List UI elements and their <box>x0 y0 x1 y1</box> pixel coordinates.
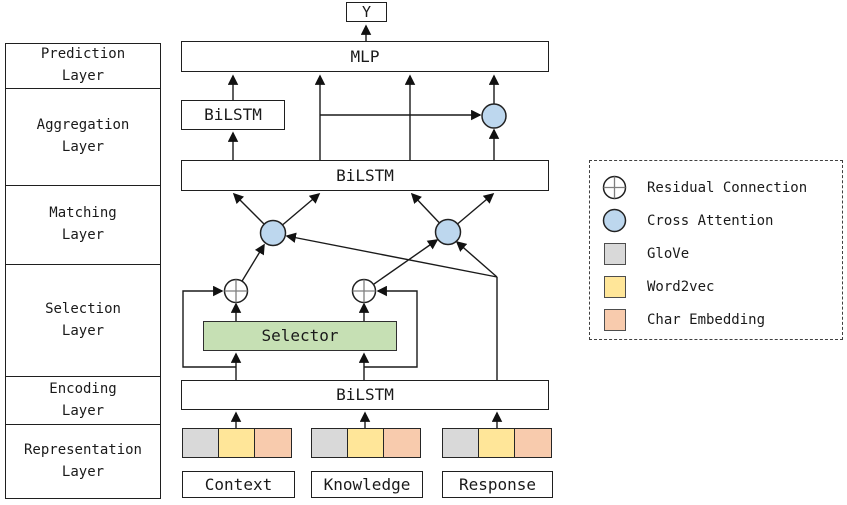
legend-label: Residual Connection <box>647 179 808 196</box>
glove-swatch-icon <box>602 241 627 266</box>
glove-cell <box>182 428 220 458</box>
word2vec-swatch-icon <box>602 274 627 299</box>
legend-item-glove: GloVe <box>590 237 842 270</box>
char-embedding-swatch-icon <box>602 307 627 332</box>
glove-cell <box>442 428 480 458</box>
output-y-box: Y <box>346 2 387 22</box>
mlp-box: MLP <box>181 41 549 72</box>
glove-cell <box>311 428 349 458</box>
selector-box: Selector <box>203 321 397 351</box>
layer-row-prediction: Prediction Layer <box>6 44 160 89</box>
legend-label: Cross Attention <box>647 212 774 229</box>
legend-label: Char Embedding <box>647 311 766 328</box>
cross-attention-icon <box>602 208 627 233</box>
layer-row-encoding: Encoding Layer <box>6 377 160 425</box>
residual-add-circle-context <box>223 278 249 304</box>
legend-item-char-embedding: Char Embedding <box>590 303 842 336</box>
legend-label: GloVe <box>647 245 690 262</box>
word2vec-cell <box>347 428 385 458</box>
word2vec-cell <box>478 428 516 458</box>
knowledge-input-label: Knowledge <box>311 471 423 498</box>
cross-attention-circle-aggregation <box>481 103 507 129</box>
residual-connection-icon <box>602 175 627 200</box>
layer-row-matching: Matching Layer <box>6 186 160 265</box>
char-embedding-cell <box>514 428 553 458</box>
knowledge-embedding-strip <box>311 428 422 458</box>
layer-row-representation: Representation Layer <box>23 441 142 480</box>
response-input-label: Response <box>442 471 553 498</box>
layer-row-aggregation: Aggregation Layer <box>6 89 160 186</box>
residual-add-circle-knowledge <box>351 278 377 304</box>
context-embedding-strip <box>182 428 293 458</box>
char-embedding-cell <box>383 428 422 458</box>
matching-bilstm-box: BiLSTM <box>181 160 549 191</box>
legend-item-cross-attention: Cross Attention <box>590 204 842 237</box>
encoding-bilstm-box: BiLSTM <box>181 380 549 410</box>
char-embedding-cell <box>254 428 293 458</box>
word2vec-cell <box>218 428 256 458</box>
cross-attention-circle-right <box>434 218 462 246</box>
layer-row-selection: Selection Layer <box>6 265 160 377</box>
layer-names-panel: Prediction Layer Aggregation Layer Match… <box>5 43 161 499</box>
legend-label: Word2vec <box>647 278 715 295</box>
legend-item-word2vec: Word2vec <box>590 270 842 303</box>
context-input-label: Context <box>182 471 295 498</box>
legend: Residual Connection Cross Attention GloV… <box>589 160 843 340</box>
response-embedding-strip <box>442 428 553 458</box>
legend-item-residual-connection: Residual Connection <box>590 171 842 204</box>
cross-attention-circle-left <box>259 219 287 247</box>
aggregation-bilstm-box: BiLSTM <box>181 100 285 130</box>
